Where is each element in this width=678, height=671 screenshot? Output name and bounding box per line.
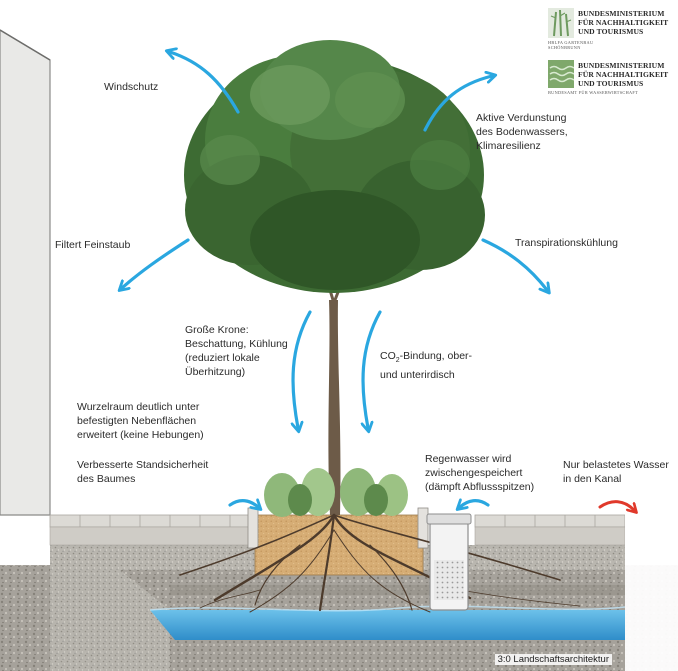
label-feinstaub: Filtert Feinstaub (55, 238, 130, 252)
label-wurzelraum: Wurzelraum deutlich unter befestigten Ne… (77, 400, 204, 442)
label-standsicherheit: Verbesserte Standsicherheit des Baumes (77, 458, 208, 486)
logo-hblfa: BUNDESMINISTERIUM FÜR NACHHALTIGKEIT UND… (548, 8, 676, 52)
label-transpiration: Transpirationskühlung (515, 236, 618, 250)
label-co2-prefix: CO (380, 350, 396, 362)
tree-crown (184, 40, 485, 293)
building-facade (0, 30, 50, 515)
label-kanal: Nur belastetes Wasser in den Kanal (563, 458, 669, 486)
logo-baw: BUNDESMINISTERIUM FÜR NACHHALTIGKEIT UND… (548, 60, 676, 104)
logo-hblfa-subtitle: HBLFA GARTENBAU SCHÖNBRUNN (548, 40, 593, 50)
arrow-krone (293, 312, 310, 428)
arrow-inflow-right (460, 501, 488, 507)
arrow-inflow-left (230, 501, 258, 507)
waves-emblem-icon (548, 60, 574, 88)
rainwater-tank (427, 514, 471, 610)
arrow-feinstaub (122, 240, 188, 288)
label-regenwasser: Regenwasser wird zwischengespeichert (dä… (425, 452, 534, 494)
credit-label: 3:0 Landschaftsarchitektur (495, 654, 612, 665)
label-krone: Große Krone: Beschattung, Kühlung (reduz… (185, 323, 288, 379)
label-windschutz: Windschutz (104, 80, 158, 94)
bamboo-emblem-icon (548, 8, 574, 38)
logo-hblfa-title: BUNDESMINISTERIUM FÜR NACHHALTIGKEIT UND… (578, 9, 668, 36)
ground-section (0, 500, 678, 671)
logo-baw-title: BUNDESMINISTERIUM FÜR NACHHALTIGKEIT UND… (578, 61, 668, 88)
logo-baw-subtitle: BUNDESAMT FÜR WASSERWIRTSCHAFT (548, 90, 638, 95)
arrow-co2 (363, 312, 380, 428)
label-co2: CO2-Bindung, ober- und unterirdisch (380, 349, 472, 382)
label-verdunstung: Aktive Verdunstung des Bodenwassers, Kli… (476, 111, 568, 153)
